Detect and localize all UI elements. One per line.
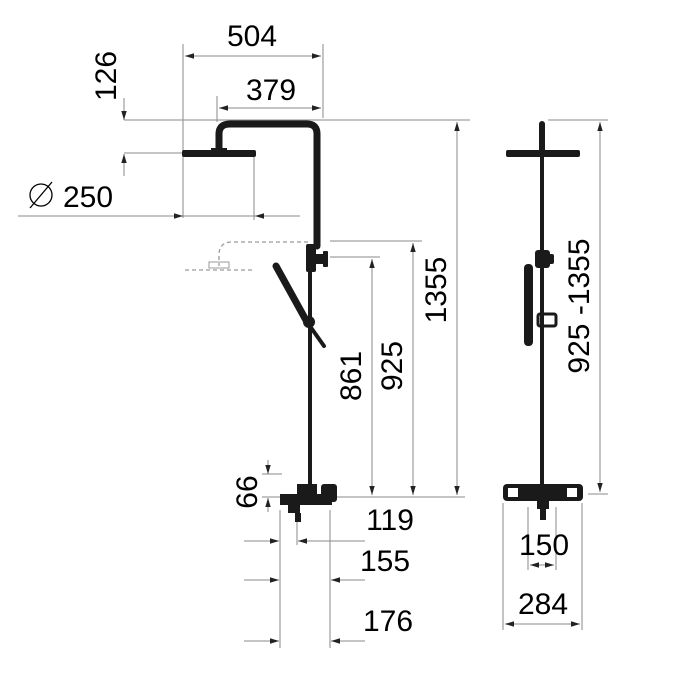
dim-head-diameter: 250 xyxy=(29,181,113,214)
dim-arm-reach: 379 xyxy=(246,74,296,107)
dim-depth-a: 119 xyxy=(366,504,414,537)
dim-mixer-width: 284 xyxy=(518,588,568,621)
mixer-front xyxy=(503,484,583,520)
front-view: 925 -1355 150 284 xyxy=(502,119,608,630)
dim-head-height: 126 xyxy=(90,51,123,101)
dim-depth-c: 176 xyxy=(363,605,413,638)
dim-height-min: 925 xyxy=(376,341,409,391)
dim-height-mixer: 66 xyxy=(231,475,264,508)
height-adjuster xyxy=(306,244,328,272)
diameter-circle-icon xyxy=(29,183,53,207)
shower-head-lowered-ghost xyxy=(185,241,308,271)
dim-depth-b: 155 xyxy=(360,545,410,578)
dim-mixer-centers: 150 xyxy=(519,529,569,562)
extension-lines-front xyxy=(502,119,608,630)
dimension-lines-front xyxy=(505,122,603,627)
dimension-lines-side xyxy=(121,53,460,644)
hand-shower-front xyxy=(524,250,558,346)
mixer-side xyxy=(280,484,337,522)
hand-shower xyxy=(272,262,326,348)
dim-height-range: 925 -1355 xyxy=(563,238,596,373)
shower-column-front xyxy=(506,121,580,490)
diameter-slash-icon xyxy=(29,181,53,209)
side-view: 504 379 126 250 1355 925 861 66 119 155 … xyxy=(18,20,470,648)
dim-width-total: 504 xyxy=(227,20,277,53)
dim-height-holder: 861 xyxy=(335,351,368,401)
dim-head-diameter-value: 250 xyxy=(63,181,113,214)
dim-height-total: 1355 xyxy=(420,257,453,324)
shower-column xyxy=(182,120,321,488)
